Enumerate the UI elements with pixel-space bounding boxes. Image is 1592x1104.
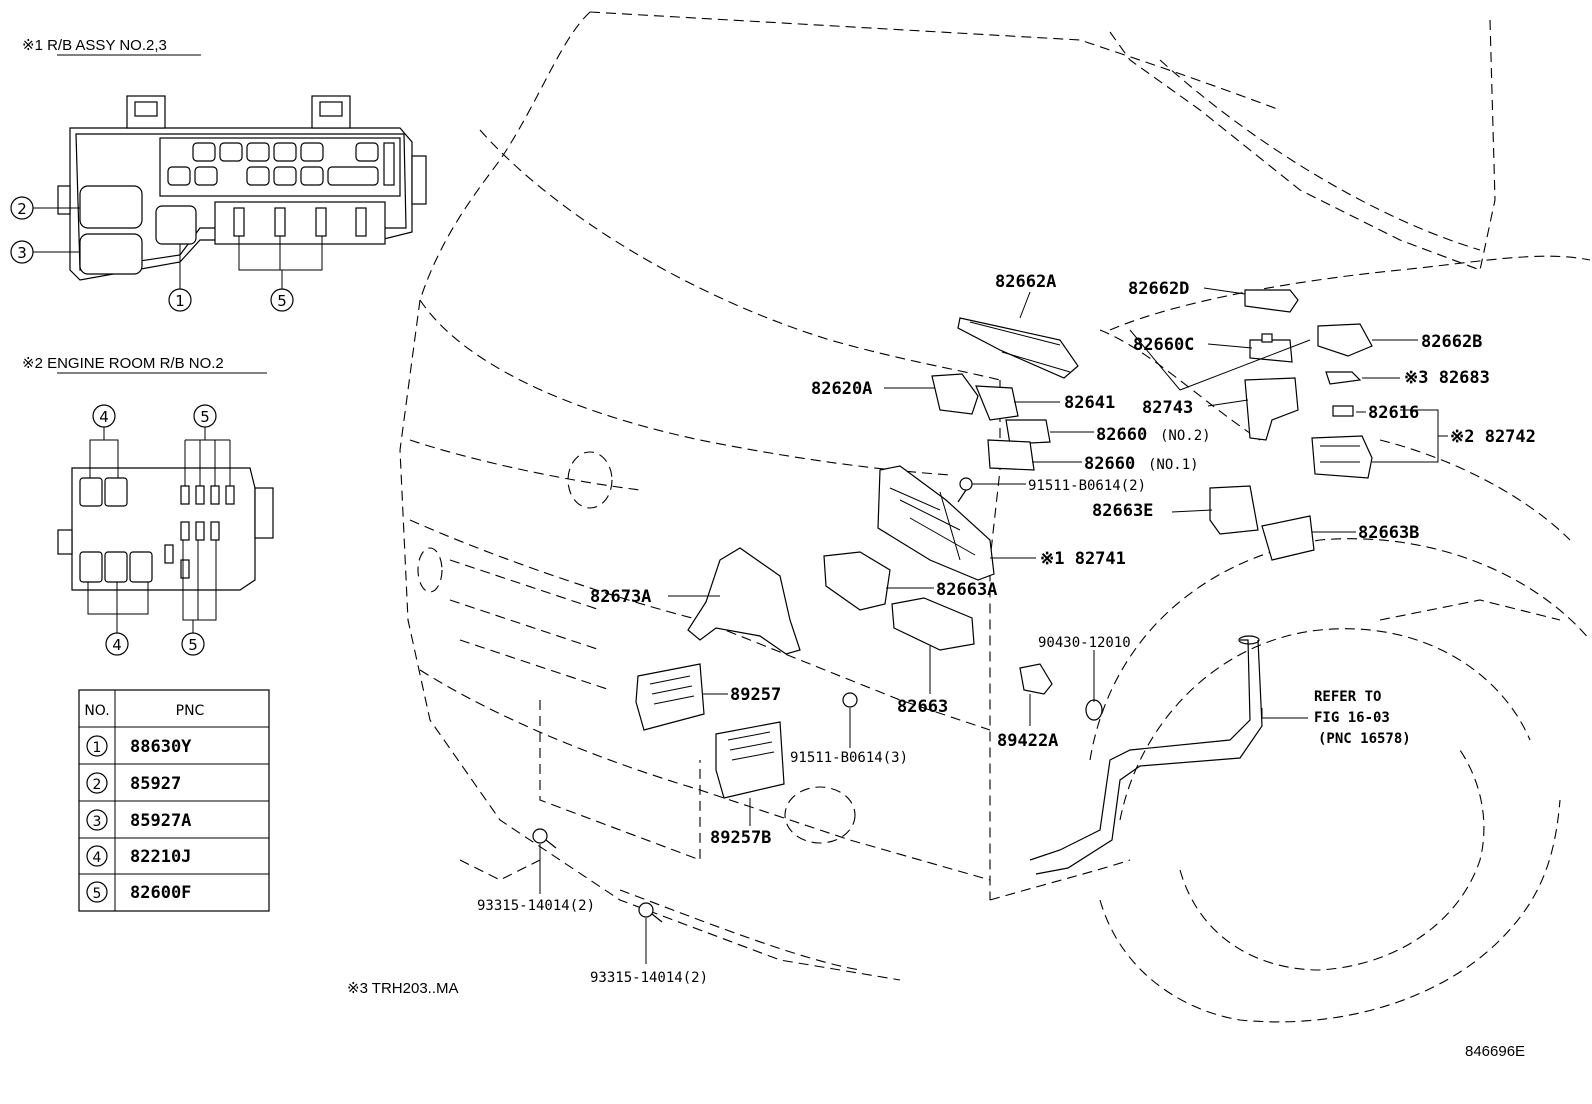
label-82662A: 82662A bbox=[995, 272, 1056, 292]
model-note: ※3 TRH203..MA bbox=[347, 980, 459, 997]
label-82616: 82616 bbox=[1368, 403, 1419, 423]
label-89257: 89257 bbox=[730, 685, 781, 705]
engine-room-note: ※2 ENGINE ROOM R/B NO.2 bbox=[22, 355, 224, 372]
callout-1: 1 bbox=[175, 292, 185, 310]
callout-2: 2 bbox=[17, 200, 27, 218]
table-row-pnc: 85927A bbox=[130, 811, 191, 831]
label-82660-no1: 82660 bbox=[1084, 454, 1135, 474]
part-labels: 82662A 82662D 82660C 82662B ※3 82683 826… bbox=[477, 272, 1536, 986]
label-82660-no2: 82660 bbox=[1096, 425, 1147, 445]
label-82663A: 82663A bbox=[936, 580, 997, 600]
leader-lines bbox=[539, 287, 1448, 964]
label-89422A: 89422A bbox=[997, 731, 1058, 751]
rb-assy-inset: ※1 R/B ASSY NO.2,3 bbox=[10, 37, 427, 312]
refer-line-3: (PNC 16578) bbox=[1318, 731, 1411, 747]
refer-line-2: FIG 16-03 bbox=[1314, 710, 1390, 726]
table-row-pnc: 85927 bbox=[130, 774, 181, 794]
table-row-pnc: 82600F bbox=[130, 883, 191, 903]
engine-room-inset: ※2 ENGINE ROOM R/B NO.2 4 5 4 5 bbox=[22, 355, 274, 656]
table-row-no: 2 bbox=[93, 777, 102, 793]
label-82663B: 82663B bbox=[1358, 523, 1419, 543]
label-82743: 82743 bbox=[1142, 398, 1193, 418]
table-row-no: 3 bbox=[93, 814, 102, 830]
table-row-pnc: 82210J bbox=[130, 847, 191, 867]
refer-line-1: REFER TO bbox=[1314, 689, 1381, 705]
label-82741: ※1 82741 bbox=[1040, 549, 1126, 569]
label-82663: 82663 bbox=[897, 697, 948, 717]
table-row-no: 4 bbox=[93, 850, 102, 866]
label-93315-b: 93315-14014(2) bbox=[590, 970, 708, 986]
table-row-no: 5 bbox=[93, 886, 102, 902]
label-82660C: 82660C bbox=[1133, 335, 1194, 355]
table-row-no: 1 bbox=[93, 740, 102, 756]
pnc-table: NO. PNC 1 88630Y 2 85927 3 85927A 4 8221… bbox=[78, 689, 270, 912]
label-89257B: 89257B bbox=[710, 828, 771, 848]
label-82662B: 82662B bbox=[1421, 332, 1482, 352]
vehicle-outline bbox=[399, 11, 1591, 1023]
callout-3: 3 bbox=[17, 244, 27, 262]
label-82660-no2-sub: (NO.2) bbox=[1160, 428, 1211, 444]
label-91511-2: 91511-B0614(2) bbox=[1028, 478, 1146, 494]
label-91511-3: 91511-B0614(3) bbox=[790, 750, 908, 766]
label-82620A: 82620A bbox=[811, 379, 872, 399]
label-82662D: 82662D bbox=[1128, 279, 1189, 299]
label-82663E: 82663E bbox=[1092, 501, 1153, 521]
label-82742: ※2 82742 bbox=[1450, 427, 1536, 447]
rb-assy-note: ※1 R/B ASSY NO.2,3 bbox=[22, 37, 167, 54]
label-82641: 82641 bbox=[1064, 393, 1115, 413]
label-82673A: 82673A bbox=[590, 587, 651, 607]
callout-5-top: 5 bbox=[200, 408, 210, 426]
table-header-pnc: PNC bbox=[176, 703, 205, 719]
figure-id: 846696E bbox=[1465, 1043, 1525, 1060]
label-82660-no1-sub: (NO.1) bbox=[1148, 457, 1199, 473]
label-90430: 90430-12010 bbox=[1038, 635, 1131, 651]
table-row-pnc: 88630Y bbox=[130, 737, 192, 757]
callout-4-top: 4 bbox=[99, 408, 109, 426]
label-82683: ※3 82683 bbox=[1404, 368, 1490, 388]
callout-5-bottom: 5 bbox=[188, 636, 198, 654]
callout-4-bottom: 4 bbox=[112, 636, 122, 654]
parts-artwork bbox=[532, 289, 1373, 923]
table-header-no: NO. bbox=[84, 703, 109, 719]
callout-5: 5 bbox=[277, 292, 287, 310]
label-93315-a: 93315-14014(2) bbox=[477, 898, 595, 914]
